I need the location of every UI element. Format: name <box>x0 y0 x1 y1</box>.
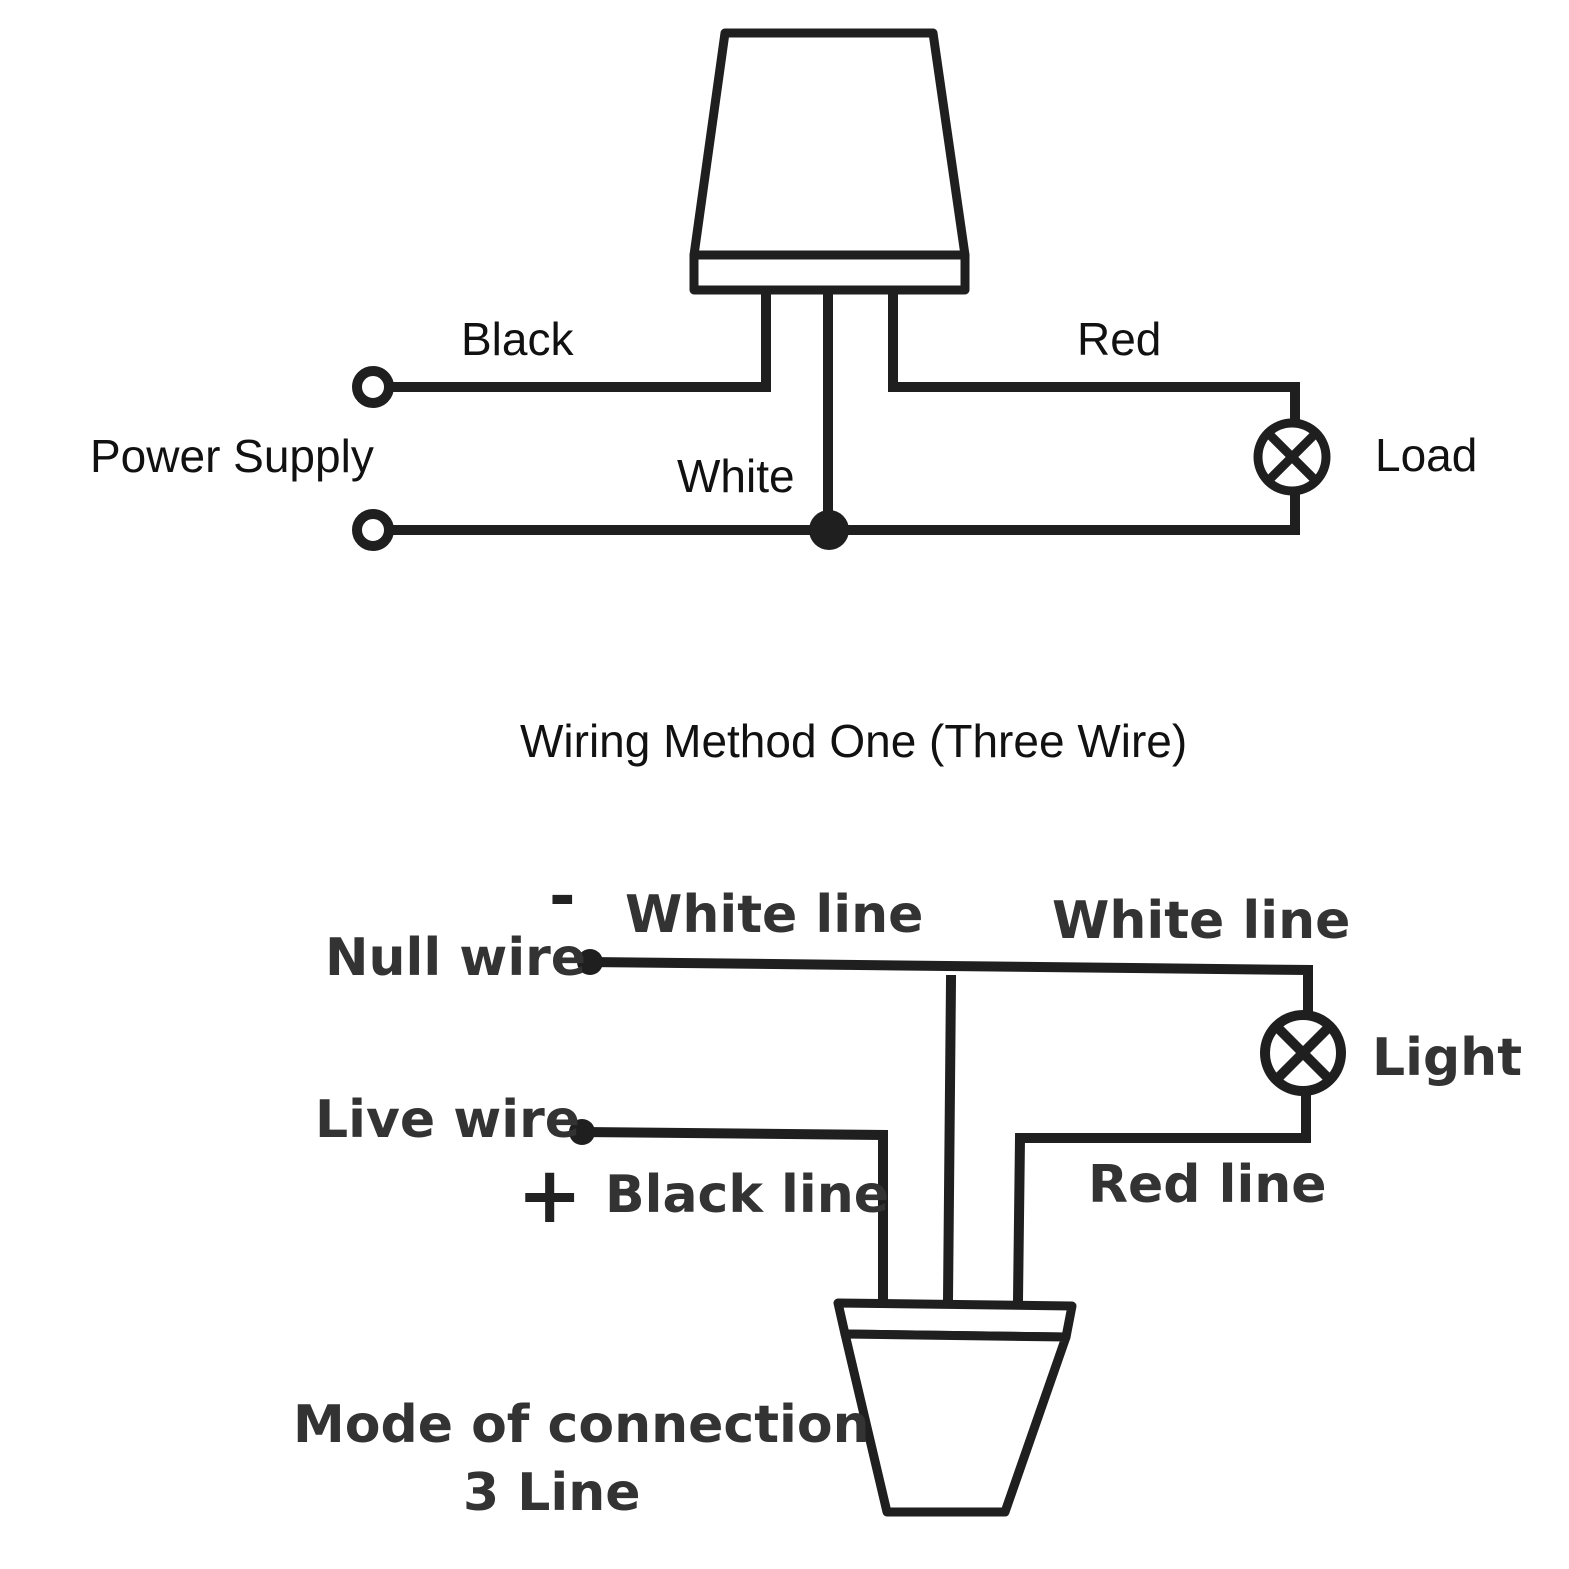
black-wire-label: Black <box>461 313 574 365</box>
red-wire <box>888 287 1300 430</box>
load-label: Load <box>1375 429 1477 481</box>
lamp-icon <box>1253 418 1331 496</box>
red-line-label: Red line <box>1088 1155 1327 1215</box>
terminal-icon <box>352 366 394 408</box>
live-wire-terminal <box>569 1119 595 1145</box>
black-wire <box>387 287 771 392</box>
terminal-icon <box>352 509 394 551</box>
photocell-sensor-icon <box>833 1298 1077 1517</box>
neutral-wire <box>387 485 1300 535</box>
junction-dot-icon <box>809 510 849 550</box>
diagram-caption: Wiring Method One (Three Wire) <box>520 715 1187 767</box>
null-wire-line <box>584 956 1313 1023</box>
wiring-method-one: Black Red White Power Supply Load Wiring… <box>90 28 1477 767</box>
black-line-wire <box>577 1126 888 1305</box>
light-label: Light <box>1372 1028 1522 1088</box>
power-supply-label: Power Supply <box>90 430 374 482</box>
minus-sign: - <box>549 860 576 934</box>
white-line-label-left: White line <box>625 885 923 945</box>
red-line-wire <box>1012 1085 1311 1306</box>
red-wire-label: Red <box>1077 313 1161 365</box>
null-wire-label: Null wire <box>325 928 586 988</box>
white-line-down <box>942 974 957 1306</box>
three-line-label: 3 Line <box>463 1463 641 1523</box>
plus-sign: + <box>517 1151 582 1241</box>
wiring-method-two: - + White line White line Null wire Ligh… <box>293 860 1522 1523</box>
photocell-sensor-icon <box>689 28 970 295</box>
white-wire-label: White <box>677 450 795 502</box>
null-wire-terminal <box>577 949 603 975</box>
white-line-label-right: White line <box>1052 891 1350 951</box>
live-wire-label: Live wire <box>315 1090 580 1150</box>
black-line-label: Black line <box>605 1165 889 1225</box>
mode-of-connection-label: Mode of connection <box>293 1395 870 1455</box>
lamp-icon <box>1260 1010 1346 1096</box>
